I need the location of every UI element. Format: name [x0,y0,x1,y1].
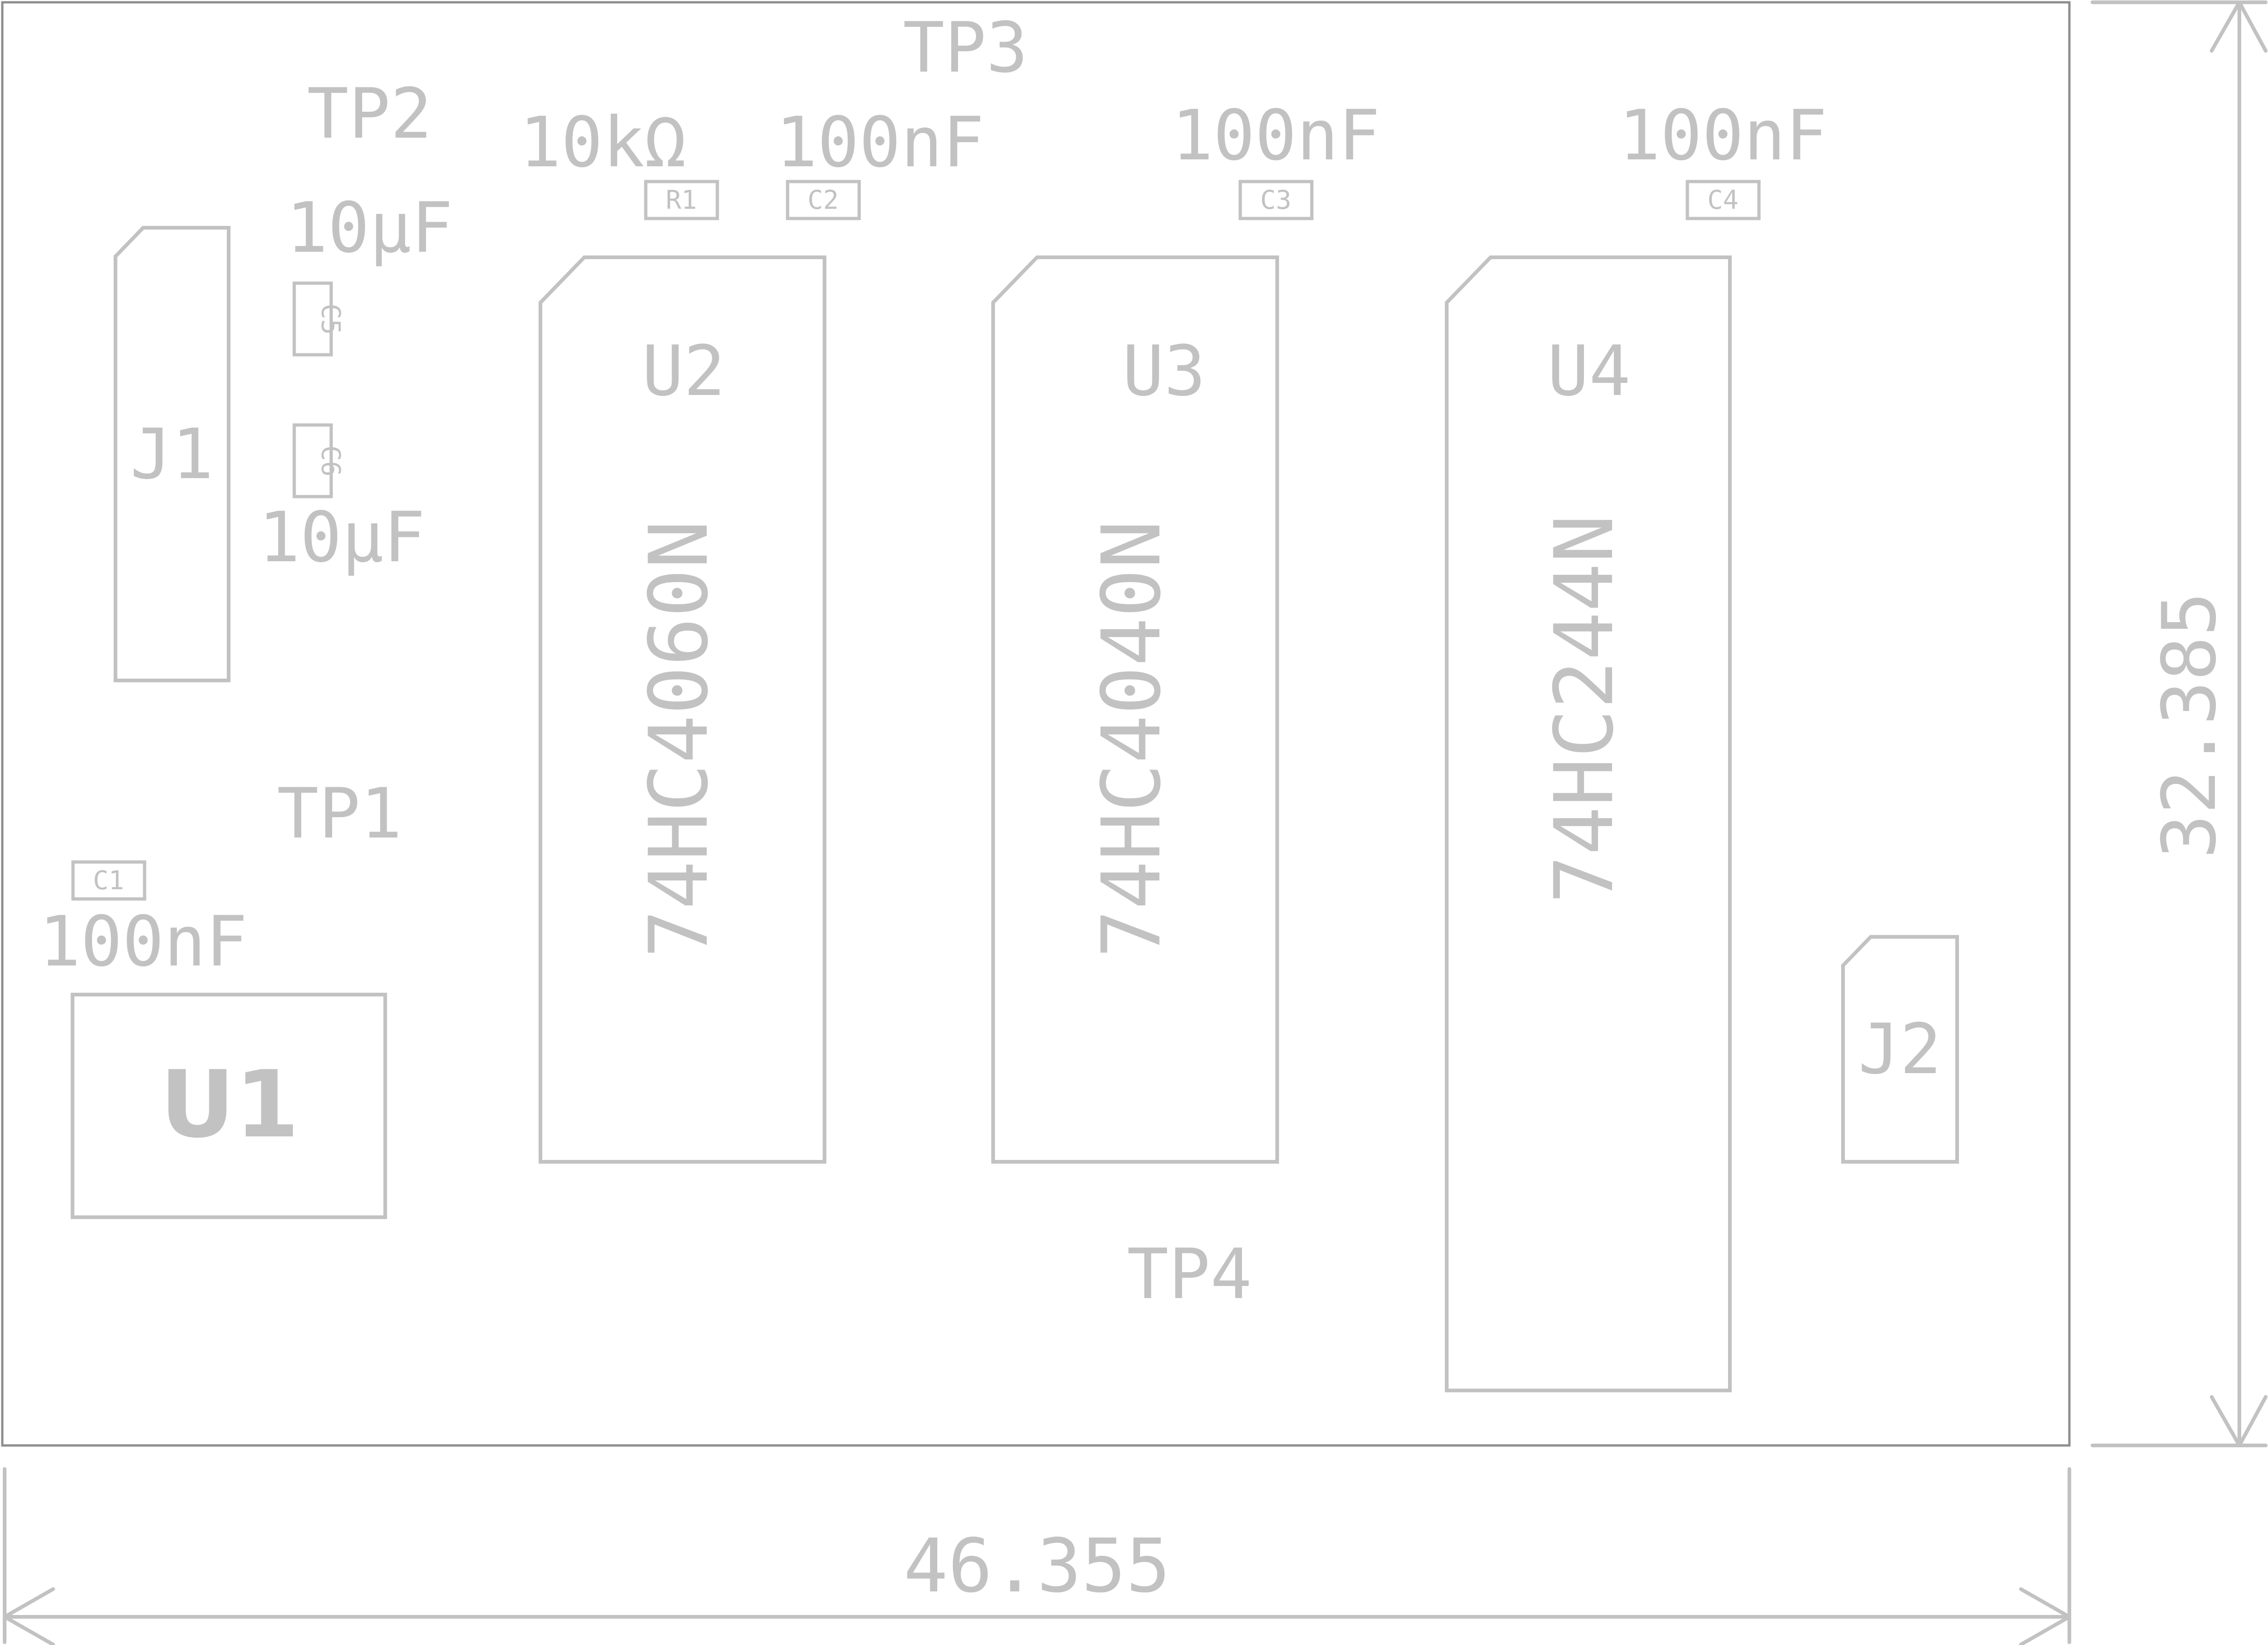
tp2-label: TP2 [307,74,432,154]
width-dimension-label: 46.355 [904,1523,1170,1609]
u2-footprint [539,255,826,1164]
u1-label: U1 [160,1051,299,1159]
height-dimension-label: 32.385 [2146,592,2232,859]
c4-footprint [1686,180,1761,220]
r1-footprint [644,180,719,220]
u4-part: 74HC244N [1538,515,1631,904]
u3-footprint [991,255,1279,1164]
c2-footprint [786,180,861,220]
c5-footprint [292,281,333,357]
c2-value: 100nF [776,103,984,183]
board-outline [1,1,2071,1447]
c2-ref: C2 [807,185,838,215]
c3-ref: C3 [1260,185,1291,215]
c4-ref: C4 [1707,185,1738,215]
u3-ref: U3 [1122,331,1206,412]
u2-ref: U2 [642,331,726,412]
r1-value: 10kΩ [519,103,686,183]
width-dimension: 46.355 [3,1467,2071,1645]
c1-value: 100nF [39,902,248,982]
j2-label: J2 [1858,1009,1942,1090]
r1-ref: R1 [666,185,697,215]
c1-ref: C1 [93,866,124,896]
tp3-label: TP3 [903,8,1028,88]
height-dimension: 32.385 [2091,0,2268,1447]
tp1-label: TP1 [277,774,402,854]
j1-label: J1 [130,414,214,495]
j1-footprint [114,226,230,682]
c3-footprint [1238,180,1314,220]
c6-footprint [292,423,333,498]
u4-ref: U4 [1547,331,1631,412]
u2-part: 74HC4060N [632,520,726,958]
u1-footprint [71,993,387,1219]
u4-footprint [1445,255,1732,1392]
u3-part: 74HC4040N [1085,520,1179,958]
tp4-label: TP4 [1127,1234,1252,1315]
c5-ref: C5 [315,304,346,334]
c4-value: 100nF [1619,96,1827,176]
c1-footprint [71,860,146,901]
c5-value: 10µF [286,188,453,268]
c6-value: 10µF [258,498,425,578]
c3-value: 100nF [1171,96,1380,176]
j2-footprint [1841,935,1959,1164]
c6-ref: C6 [315,445,346,476]
